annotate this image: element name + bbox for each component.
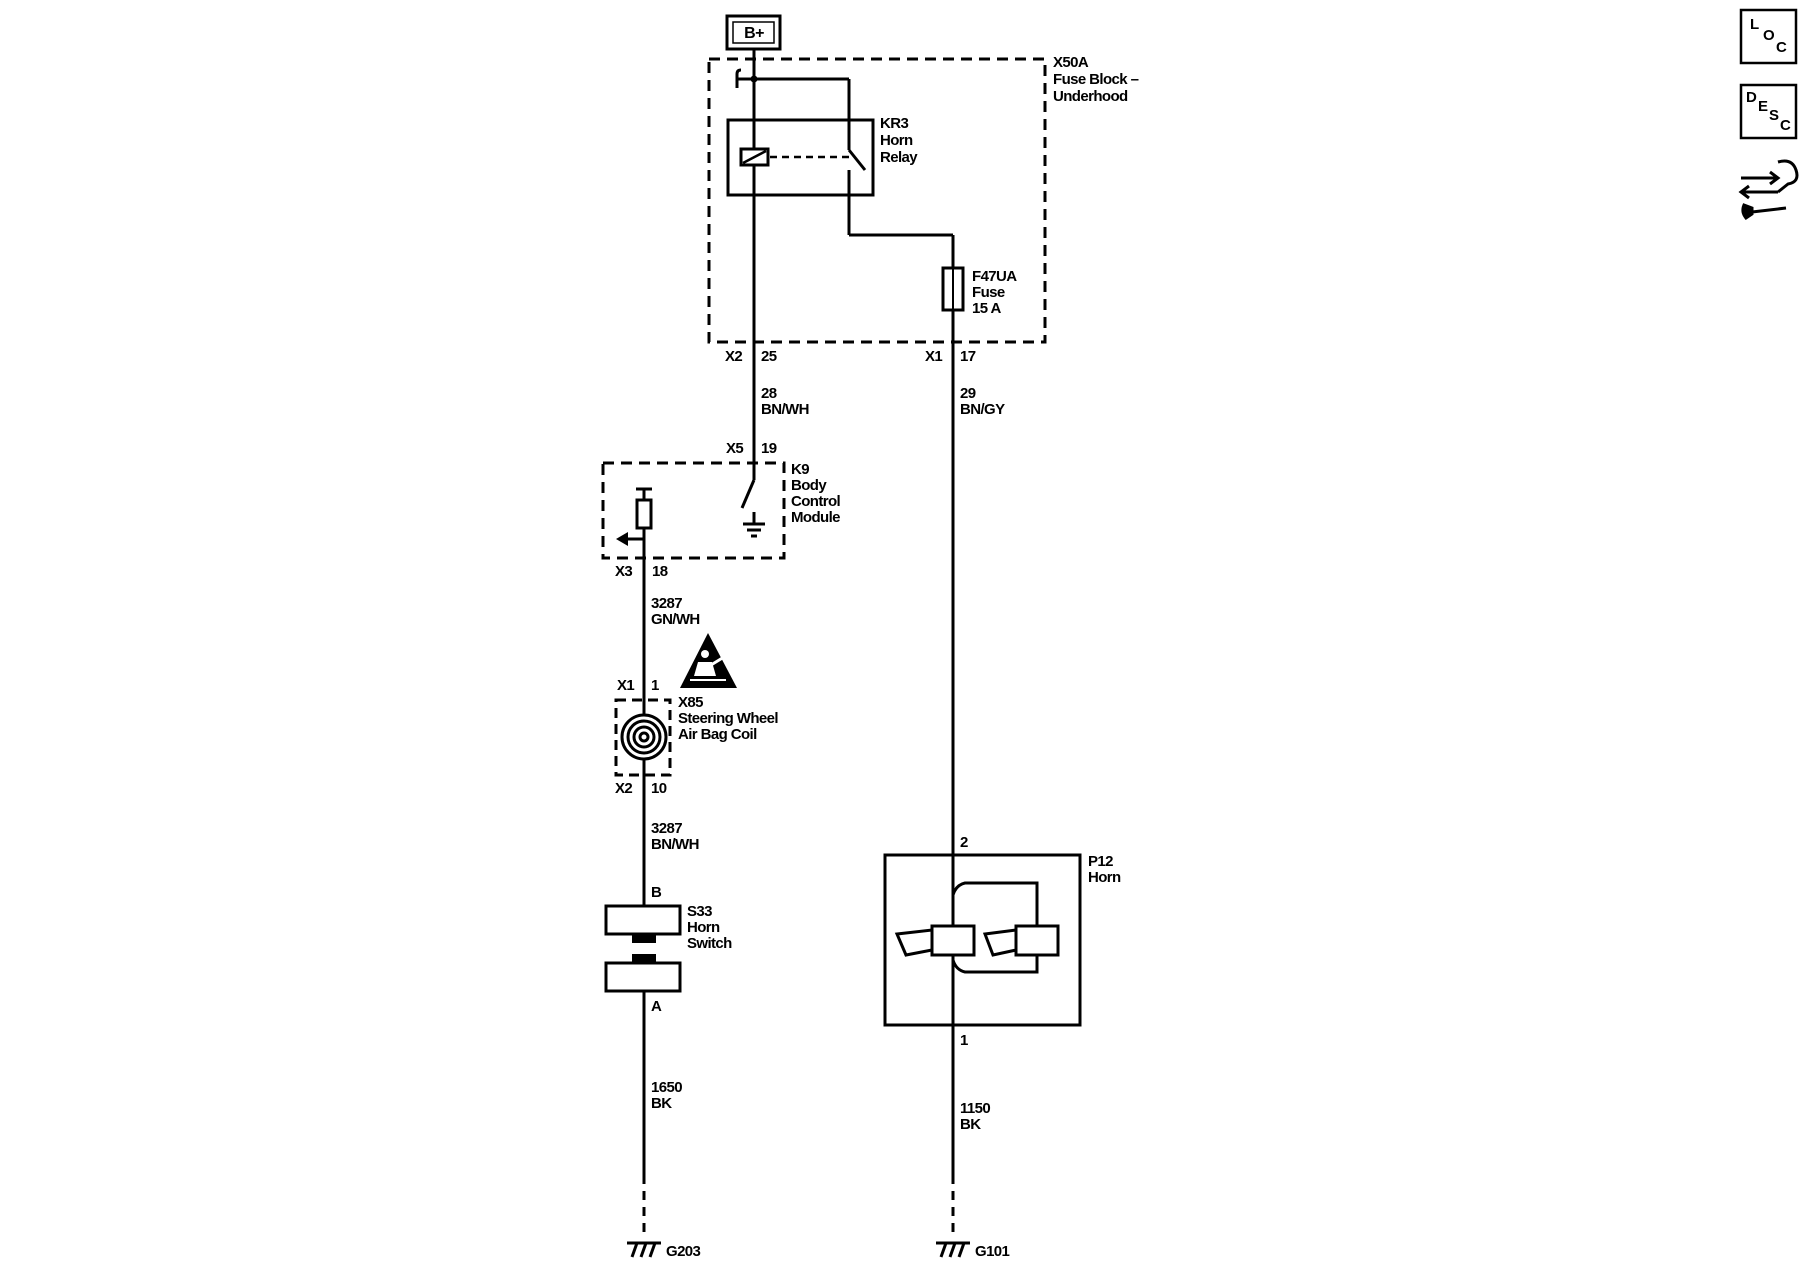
bcm-switch-icon <box>740 479 756 509</box>
wire-28-color: BN/WH <box>761 401 809 418</box>
wire-1150-color: BK <box>960 1116 981 1133</box>
wire-3287-gn-wh: 3287 GN/WH <box>642 558 700 700</box>
wire-3287b-color: BN/WH <box>651 836 699 853</box>
bcm-x5-conn: X5 <box>726 440 743 457</box>
fuse-f47ua: F47UA Fuse 15 A <box>941 266 1018 317</box>
coil-x2-pin: 10 <box>651 780 667 797</box>
horn-speaker-icon <box>982 924 1060 957</box>
wire-29-circuit: 29 <box>960 385 976 402</box>
wire-3287a-color: GN/WH <box>651 611 700 628</box>
fuse-block: X50A Fuse Block – Underhood <box>707 54 1139 344</box>
fuse-block-id: X50A <box>1053 54 1089 71</box>
relay-name-1: Horn <box>880 132 913 149</box>
ground-g203: G203 <box>627 1241 701 1260</box>
ground-g203-label: G203 <box>666 1243 701 1260</box>
fb-x2-conn: X2 <box>725 348 742 365</box>
connector-wrench-icon[interactable] <box>1738 159 1799 220</box>
clockspring-coil-icon <box>620 713 668 761</box>
horn-switch-pin-a: A <box>651 998 662 1015</box>
coil-x2-conn: X2 <box>615 780 632 797</box>
coil-x1-pin: 1 <box>651 677 659 694</box>
wire-28-circuit: 28 <box>761 385 777 402</box>
horn-relay: KR3 Horn Relay <box>726 115 919 197</box>
power-source-label: B+ <box>744 25 764 42</box>
body-control-module: X5 19 K9 Body Control Module X3 18 <box>601 440 841 580</box>
horn-name: Horn <box>1088 869 1121 886</box>
power-source-b-plus: B+ <box>725 14 782 51</box>
bcm-id: K9 <box>791 461 809 478</box>
wire-1150: 1150 BK <box>951 1025 991 1232</box>
ground-g101-label: G101 <box>975 1243 1010 1260</box>
bcm-name-3: Module <box>791 509 840 526</box>
loc-letter-3: C <box>1776 39 1787 56</box>
ground-g101-icon <box>936 1241 970 1258</box>
steering-wheel-airbag-coil: X1 1 X85 Steering Wheel Air Bag Coil X2 … <box>614 677 779 797</box>
horn-switch-name-2: Switch <box>687 935 732 952</box>
desc-letter-3: S <box>1769 107 1779 124</box>
fb-x1-conn: X1 <box>925 348 942 365</box>
wire-3287-bn-wh: 3287 BN/WH <box>642 775 699 905</box>
coil-id: X85 <box>678 694 703 711</box>
fuse-id: F47UA <box>972 268 1017 285</box>
relay-id: KR3 <box>880 115 908 132</box>
bcm-input-resistor-icon <box>635 487 653 560</box>
fb-x2-pin: 25 <box>761 348 777 365</box>
bcm-x3-pin: 18 <box>652 563 668 580</box>
horn-pin-1: 1 <box>960 1032 968 1049</box>
horn-pin-2: 2 <box>960 834 968 851</box>
wire-3287b-circuit: 3287 <box>651 820 682 837</box>
bcm-x5-pin: 19 <box>761 440 777 457</box>
bcm-input-arrow-icon <box>616 532 644 546</box>
wire-1650: 1650 BK <box>642 991 683 1232</box>
fuse-block-connector-labels: X2 25 X1 17 <box>725 348 976 365</box>
airbag-warning-icon <box>680 633 737 688</box>
coil-x1-conn: X1 <box>617 677 634 694</box>
wire-29: 29 BN/GY <box>951 340 1006 855</box>
loc-letter-1: L <box>1750 16 1759 33</box>
coil-name-2: Air Bag Coil <box>678 726 757 743</box>
wire-1150-circuit: 1150 <box>960 1100 990 1117</box>
desc-letter-2: E <box>1758 98 1768 115</box>
horn-switch-id: S33 <box>687 903 712 920</box>
relay-switch-contact-icon <box>847 149 867 171</box>
wire-28: 28 BN/WH <box>752 340 809 470</box>
desc-letter-1: D <box>1746 89 1757 106</box>
location-button[interactable]: L O C <box>1739 8 1798 65</box>
fuse-rating: 15 A <box>972 300 1001 317</box>
wire-3287a-circuit: 3287 <box>651 595 682 612</box>
fuse-block-name-2: Underhood <box>1053 88 1128 105</box>
fb-x1-pin: 17 <box>960 348 976 365</box>
coil-name-1: Steering Wheel <box>678 710 778 727</box>
ground-g203-icon <box>627 1241 661 1258</box>
bcm-x3-conn: X3 <box>615 563 632 580</box>
horn-switch-name-1: Horn <box>687 919 720 936</box>
description-button[interactable]: D E S C <box>1739 83 1798 140</box>
wire-1650-circuit: 1650 <box>651 1079 682 1096</box>
horn-id: P12 <box>1088 853 1113 870</box>
fuse-block-name-1: Fuse Block – <box>1053 71 1139 88</box>
relay-name-2: Relay <box>880 149 918 166</box>
horn-switch: B S33 Horn Switch A <box>604 884 733 1015</box>
bcm-name-2: Control <box>791 493 841 510</box>
horn-speaker-icon <box>894 924 976 957</box>
wire-1650-color: BK <box>651 1095 672 1112</box>
horn-p12: 2 P12 Horn 1 <box>883 834 1122 1049</box>
wire-29-color: BN/GY <box>960 401 1005 418</box>
loc-letter-2: O <box>1763 27 1775 44</box>
bcm-name-1: Body <box>791 477 827 494</box>
fuse-name: Fuse <box>972 284 1005 301</box>
chassis-ground-icon <box>743 522 765 538</box>
ground-g101: G101 <box>936 1241 1010 1260</box>
desc-letter-4: C <box>1780 117 1791 134</box>
horn-switch-pin-b: B <box>651 884 662 901</box>
